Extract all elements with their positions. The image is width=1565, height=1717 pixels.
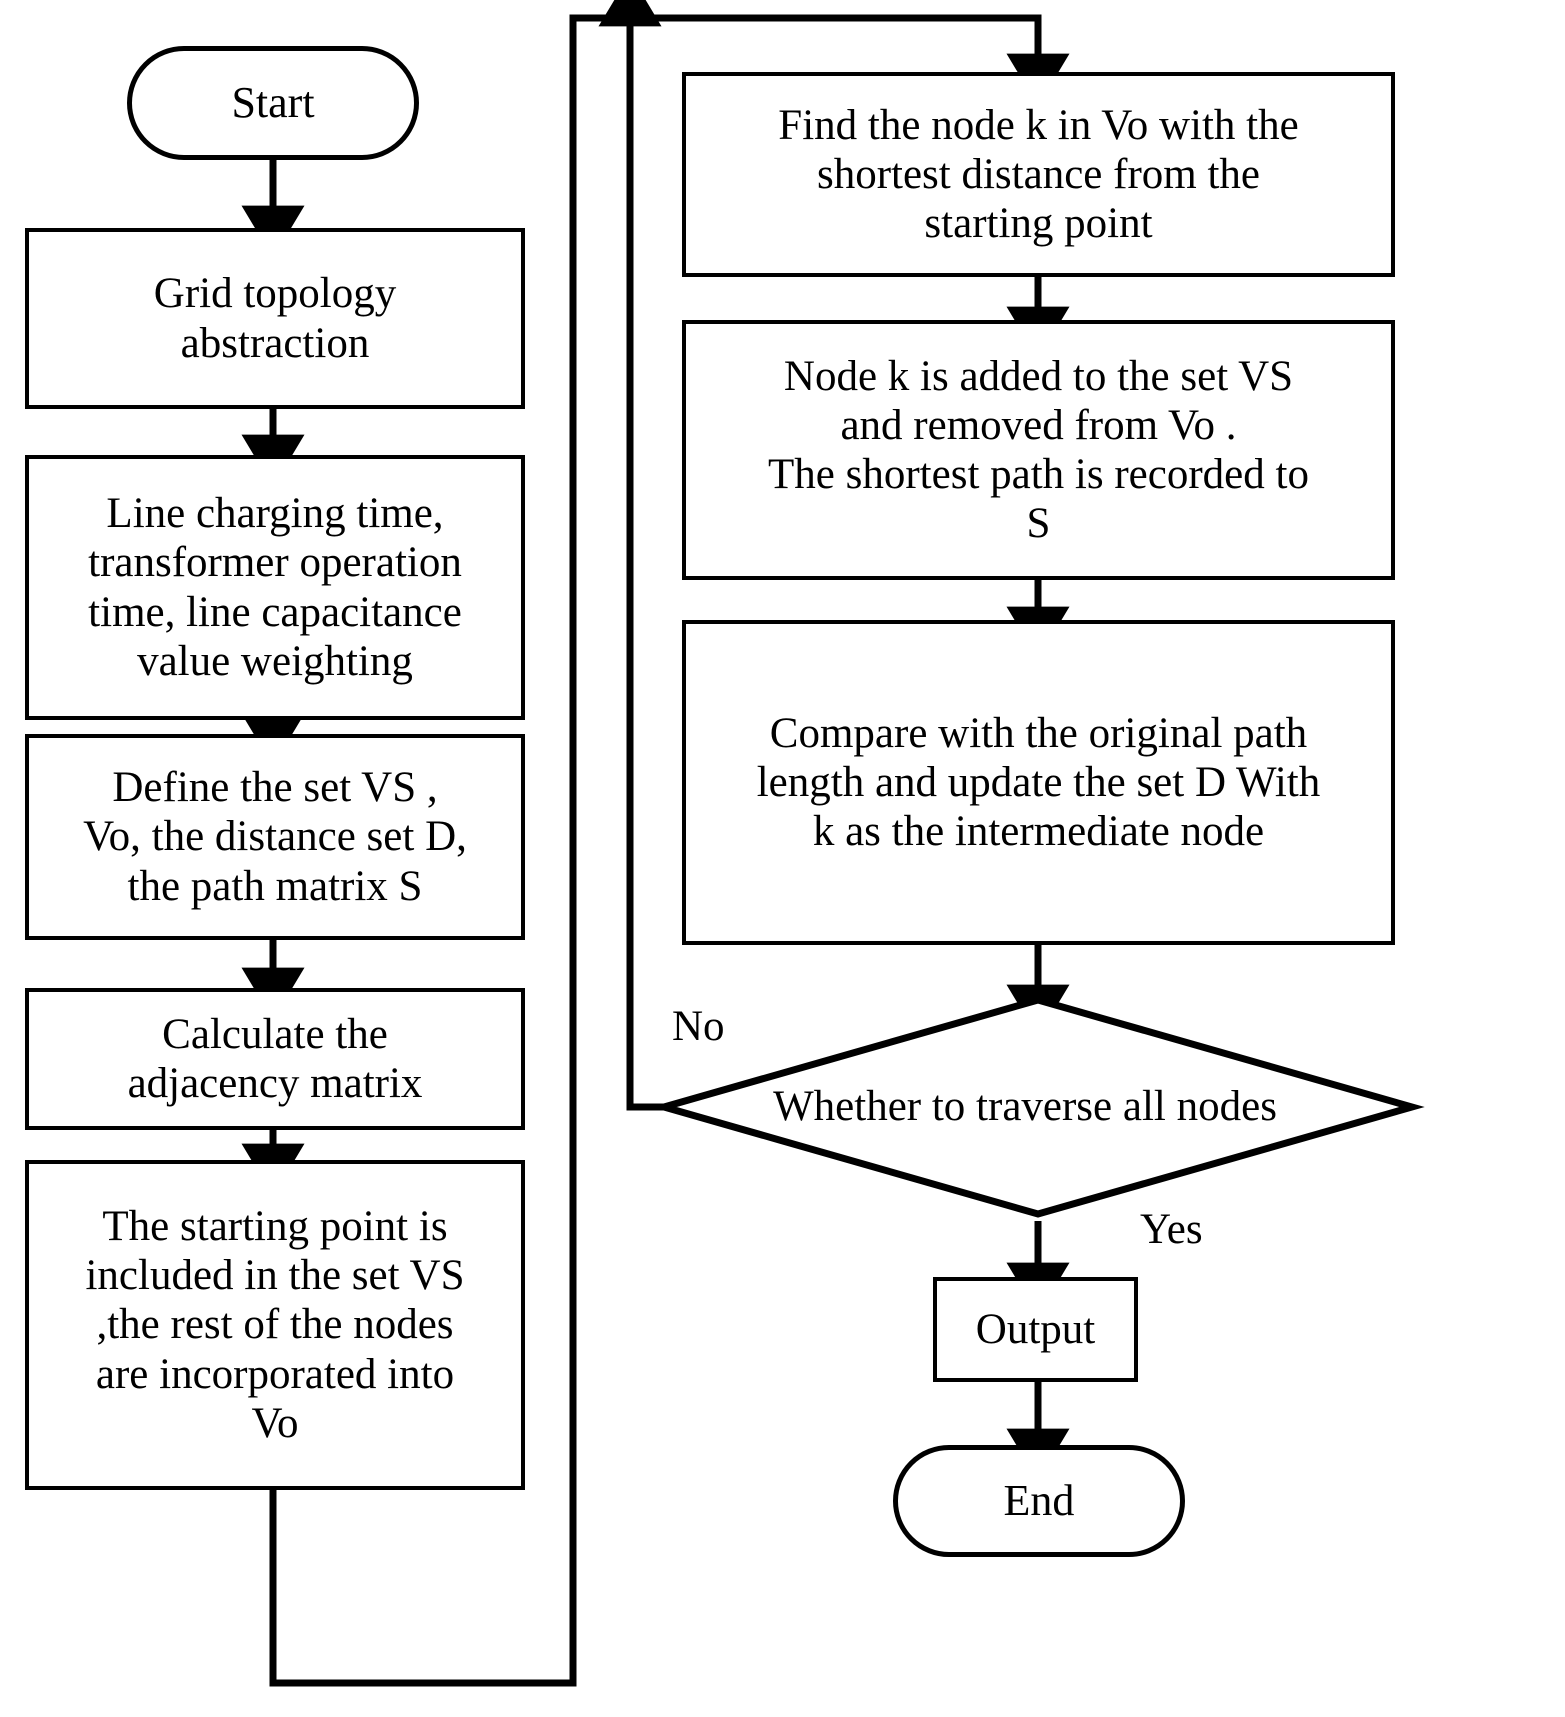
node-start[interactable]: Start [127, 46, 419, 160]
node-decision[interactable]: Whether to traverse all nodes [700, 1078, 1350, 1136]
node-define-sets[interactable]: Define the set VS , Vo, the distance set… [25, 734, 525, 940]
edge-decision-no-loop [598, 0, 678, 1111]
node-find-node[interactable]: Find the node k in Vo with the shortest … [682, 72, 1395, 277]
node-adjacency[interactable]: Calculate the adjacency matrix [25, 988, 525, 1130]
node-grid-topology[interactable]: Grid topology abstraction [25, 228, 525, 409]
edge-init-to-find [269, 14, 1070, 1687]
node-add-node-label: Node k is added to the set VS and remove… [768, 352, 1309, 548]
node-end[interactable]: End [893, 1445, 1185, 1557]
node-grid-topology-label: Grid topology abstraction [153, 270, 397, 367]
edge-label-yes-text: Yes [1140, 1206, 1203, 1253]
node-end-label: End [1003, 1475, 1075, 1525]
node-init-sets[interactable]: The starting point is included in the se… [25, 1160, 525, 1490]
node-output-label: Output [975, 1305, 1096, 1353]
edge-label-no: No [672, 1005, 725, 1048]
node-find-node-label: Find the node k in Vo with the shortest … [778, 101, 1299, 247]
node-start-label: Start [231, 77, 315, 127]
edge-label-yes: Yes [1140, 1208, 1203, 1251]
node-compare[interactable]: Compare with the original path length an… [682, 620, 1395, 945]
node-compare-label: Compare with the original path length an… [756, 709, 1321, 855]
node-add-node[interactable]: Node k is added to the set VS and remove… [682, 320, 1395, 580]
node-decision-label: Whether to traverse all nodes [765, 1082, 1285, 1132]
node-define-sets-label: Define the set VS , Vo, the distance set… [83, 764, 467, 910]
node-output[interactable]: Output [933, 1277, 1138, 1382]
edge-label-no-text: No [672, 1003, 725, 1050]
node-weighting-label: Line charging time, transformer operatio… [88, 490, 462, 685]
node-weighting[interactable]: Line charging time, transformer operatio… [25, 455, 525, 720]
node-adjacency-label: Calculate the adjacency matrix [127, 1010, 423, 1107]
node-init-sets-label: The starting point is included in the se… [85, 1203, 465, 1447]
